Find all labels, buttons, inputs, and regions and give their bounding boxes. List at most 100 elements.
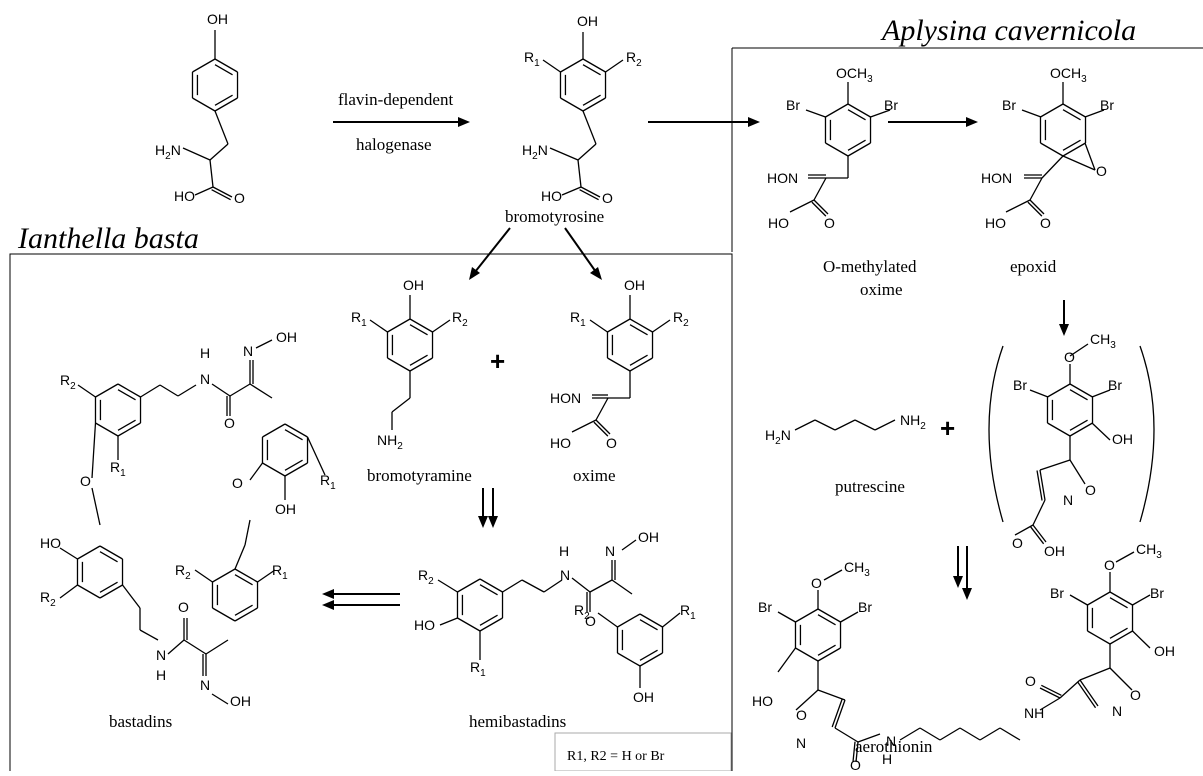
bond [1047,383,1071,398]
bond [1029,199,1045,215]
r1-label: R1 [470,659,486,679]
bond [794,419,816,431]
bond [212,568,236,583]
bond [432,319,451,333]
bond [1036,470,1043,501]
bond [369,319,388,333]
bond [1021,109,1042,118]
bond [249,462,264,481]
hydrogen-label: H [559,543,569,559]
bond [95,383,119,398]
bond [652,319,671,333]
r2-label: R2 [673,309,689,329]
bond [209,159,214,188]
bond [1109,630,1133,645]
hydroxyl-label: OH [633,689,654,705]
oxygen-label: O [1025,673,1036,689]
bond [59,547,78,560]
bond [561,186,582,196]
hydroxyl-label: OH [403,277,424,293]
bond [1087,591,1111,606]
bond [257,569,276,583]
bond [662,612,681,628]
bond [214,64,233,76]
bond [1029,389,1049,398]
epoxide-oxygen-label: O [1096,163,1107,179]
bond [521,579,545,593]
arrowhead [488,516,498,528]
bond [229,383,251,397]
bond [212,607,236,622]
oxime-n-label: HON [981,170,1012,186]
bond [1087,630,1111,645]
bond [840,611,859,623]
bond [834,419,856,431]
bond [234,568,258,583]
bond [1084,142,1096,171]
bond [579,189,599,201]
bond [607,357,631,372]
bond [825,142,849,157]
arrowhead [478,516,488,528]
bond [817,647,841,662]
r2-label: R2 [418,567,434,587]
bond [847,139,866,151]
bond [262,423,286,438]
bond [1091,422,1111,441]
bond [582,64,601,76]
bond [795,689,819,711]
bond [1076,681,1097,709]
arrow-to-oxime [564,227,597,273]
bond [589,319,608,333]
nitrogen-label: N [243,343,253,359]
legend-box [554,732,732,772]
hydrogen-label: H [156,667,166,683]
bond [209,143,229,161]
aplysina-region-border [731,47,1203,252]
bond [571,419,597,433]
bond [852,741,856,762]
hydroxyl-label: HO [40,535,61,551]
reaction-arrows [322,117,1069,610]
arrowhead [322,600,334,610]
o-methylated-oxime-label-1: O-methylated [823,257,917,276]
bond [1069,419,1088,431]
oxygen-label: O [1040,215,1051,231]
ether-oxygen-label: O [80,473,91,489]
oxygen-label: O [234,190,245,206]
bond [1079,667,1111,681]
methyl-label: CH3 [1090,331,1116,351]
bond [244,519,251,546]
methoxy-label: OCH3 [1050,65,1087,85]
bond [1079,679,1099,707]
bond [639,649,658,661]
bond [1041,684,1062,696]
oxime-n-label: HON [767,170,798,186]
bond [284,462,308,477]
methyl-label: CH3 [1136,541,1162,561]
bond [1069,383,1093,398]
bond [582,58,606,73]
r2-label: R2 [574,602,590,622]
oxime-label: oxime [573,466,616,485]
bond [391,397,411,413]
bond [409,357,433,372]
hydroxyl-label: HO [174,188,195,204]
bond [1132,594,1151,606]
bond [1062,139,1081,151]
enzyme-label-line2: halogenase [356,135,432,154]
bond [439,617,458,626]
bond [211,383,231,397]
bond [117,389,136,401]
amine-label: H2N [155,142,181,162]
bond [99,545,123,560]
bond [939,727,961,741]
nitrogen-label: N [156,647,166,663]
bromine-label: Br [1150,585,1164,601]
bond [1027,201,1043,217]
oxygen-label: O [796,707,807,723]
bond [117,419,136,431]
bond [479,578,503,593]
bond [874,419,896,431]
